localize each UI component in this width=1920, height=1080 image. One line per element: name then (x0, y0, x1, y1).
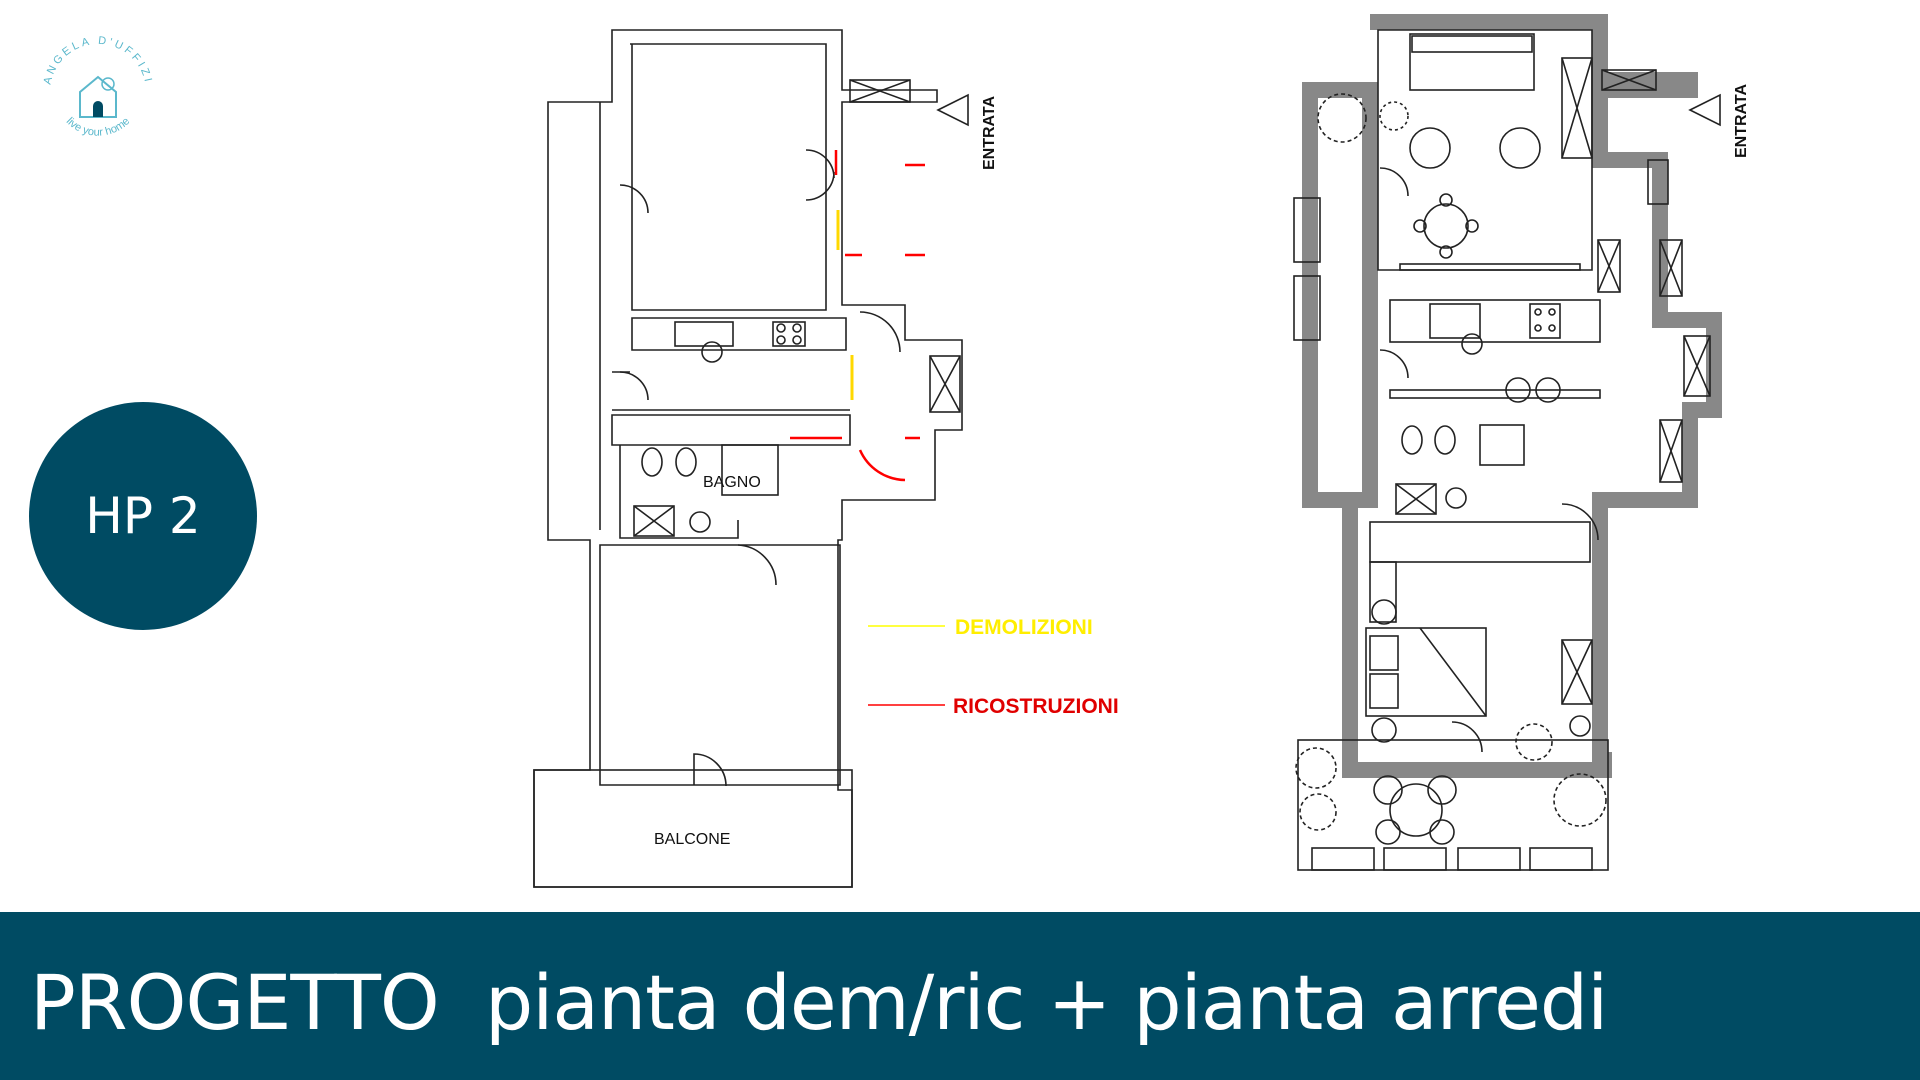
floor-plans: ENTRATA BAGNO BALCONE DEMOLIZIONI RICOST… (533, 14, 1750, 888)
legend-demolition-label: DEMOLIZIONI (955, 616, 1093, 639)
house-icon (79, 75, 117, 118)
left-entry-label: ENTRATA (981, 95, 998, 170)
balcony-label: BALCONE (654, 831, 730, 848)
hp-badge-label: HP 2 (85, 487, 201, 545)
plan-demolition (533, 29, 969, 888)
hp-badge: HP 2 (29, 402, 257, 630)
footer-bar (0, 912, 1920, 1080)
plan-furniture (1293, 14, 1722, 871)
bathroom-label: BAGNO (703, 474, 761, 491)
footer-title: PROGETTO pianta dem/ric + pianta arredi (30, 958, 1608, 1047)
legend-reconstruction-label: RICOSTRUZIONI (953, 695, 1119, 718)
right-entry-label: ENTRATA (1733, 83, 1750, 158)
brand-logo: ANGELA D'UFFIZI live your home (42, 35, 152, 139)
